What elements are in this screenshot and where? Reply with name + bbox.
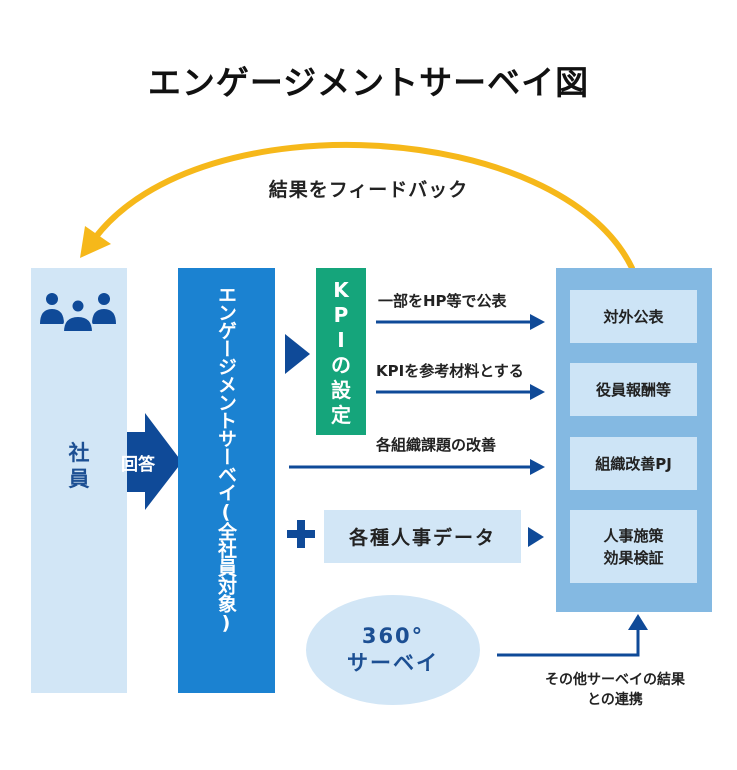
diagram-title: エンゲージメントサーベイ図 [147,63,590,102]
flow-label-publish: 一部をHP等で公表 [378,292,507,310]
kpi-setting-box [316,268,366,435]
kpi-char-2: P [333,303,349,327]
outcome-2-label: 役員報酬等 [595,380,671,399]
kpi-char-1: K [333,278,349,302]
engagement-survey-label-wrap: エンゲージメントサーベイ(全社員対象) [178,285,275,685]
survey-360-line-1: 360° [361,624,425,648]
answer-label: 回答 [121,455,155,475]
outcome-4-label-line-1: 人事施策 [603,526,664,545]
survey-360-line-2: サーベイ [347,651,439,675]
kpi-char-6: 定 [331,403,351,427]
survey-360-ellipse: 360° サーベイ [306,595,480,705]
outcome-3-label: 組織改善PJ [595,454,672,473]
employee-column [31,268,127,693]
kpi-char-5: 設 [331,378,351,402]
other-survey-link-head-icon [628,614,648,630]
engagement-survey-label: エンゲージメントサーベイ(全社員対象) [215,285,237,633]
employee-label-line-2: 員 [68,467,90,491]
flow-label-kpi-reference: KPIを参考材料とする [376,362,524,380]
outcome-4-label-line-2: 効果検証 [603,548,664,567]
hr-data-arrow-icon [528,527,544,547]
employee-label: 社 員 [31,440,127,492]
kpi-char-4: の [331,353,351,377]
hr-data-label: 各種人事データ [348,527,496,549]
triangle-right-icon [285,334,310,374]
flow-arrow-3-head-icon [530,459,545,475]
flow-label-org-improvement: 各組織課題の改善 [376,436,497,454]
answer-arrow-icon [112,413,182,510]
kpi-char-3: I [337,328,345,352]
employee-label-line-1: 社 [68,441,90,465]
outcome-executive-compensation: 役員報酬等 [570,363,697,416]
feedback-label: 結果をフィードバック [268,179,469,201]
feedback-arc [92,141,635,271]
outcome-hr-policy-verification: 人事施策 効果検証 [570,510,697,583]
other-survey-link-line-2: との連携 [587,692,643,708]
plus-icon-v [297,520,305,548]
engagement-survey-column [178,268,275,693]
people-group-icon [40,293,116,333]
outcome-org-improvement-pj: 組織改善PJ [570,437,697,490]
hr-data-box: 各種人事データ [324,510,521,563]
outcome-1-label: 対外公表 [603,307,664,326]
other-survey-link-line [497,628,640,657]
kpi-setting-label: K P I の 設 定 [316,278,366,428]
feedback-arrowhead-icon [80,226,111,258]
outcome-external-publication: 対外公表 [570,290,697,343]
flow-arrow-2-head-icon [530,384,545,400]
other-survey-link-label: その他サーベイの結果 との連携 [505,670,725,710]
flow-arrow-1-head-icon [530,314,545,330]
other-survey-link-line-1: その他サーベイの結果 [545,672,685,688]
